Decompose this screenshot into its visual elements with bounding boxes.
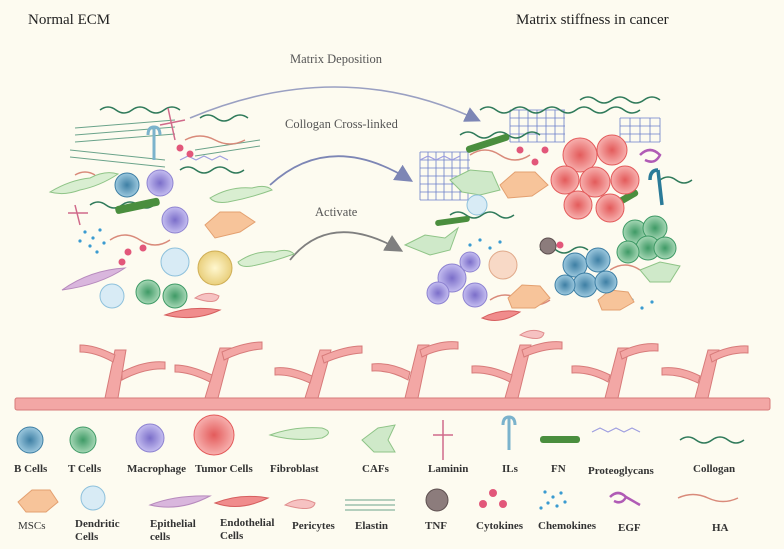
title-matrix-stiffness: Matrix stiffness in cancer <box>516 12 669 28</box>
legend-label-macrophage: Macrophage <box>127 463 187 475</box>
tnf-icon <box>425 488 449 512</box>
laminin-icon <box>433 420 453 460</box>
legend-label-collogan: Collogan <box>693 463 736 475</box>
egf-icon <box>609 491 641 507</box>
legend-icons <box>16 414 745 513</box>
fibroblast-icon <box>268 427 329 440</box>
legend-label-elastin: Elastin <box>355 520 389 532</box>
pericyte-icon <box>283 499 316 509</box>
arrow-activate <box>289 231 404 261</box>
ha-icon <box>677 493 739 503</box>
arrow-collagen-crosslinked <box>269 155 414 186</box>
legend-label-ils: ILs <box>502 463 518 475</box>
title-normal-ecm: Normal ECM <box>28 12 111 28</box>
proteoglycan-icon <box>591 427 641 433</box>
caf-icon <box>361 424 396 453</box>
label-activate: Activate <box>315 205 358 219</box>
macrophage-icon <box>135 423 165 453</box>
legend-label-epithelial-cells: Epithelial cells <box>150 518 196 543</box>
elastin-icon <box>345 499 395 511</box>
legend-label-egf: EGF <box>618 522 641 534</box>
blood-vessel <box>14 341 771 411</box>
cancer-ecm-cluster <box>403 96 693 339</box>
legend-label-proteoglycans: Proteoglycans <box>588 465 654 477</box>
label-collagen-crosslinked: Collogan Cross-linked <box>285 117 398 131</box>
arrow-matrix-deposition <box>189 86 481 122</box>
legend-label-pericytes: Pericytes <box>292 520 335 532</box>
legend-label-tumor-cells: Tumor Cells <box>195 463 253 475</box>
msc-icon <box>17 489 59 513</box>
t-cell-icon <box>69 426 97 454</box>
normal-ecm-cluster <box>48 106 295 319</box>
legend-label-fibroblast: Fibroblast <box>270 463 319 475</box>
tumor-cell-icon <box>193 414 235 456</box>
legend-label-cafs: CAFs <box>362 463 389 475</box>
legend-label-chemokines: Chemokines <box>538 520 597 532</box>
legend-label-ha: HA <box>712 522 729 534</box>
collagen-icon <box>679 436 745 444</box>
fn-icon <box>540 436 580 443</box>
legend-label-fn: FN <box>551 463 566 475</box>
endothelial-cell-icon <box>213 495 270 508</box>
dendritic-cell-icon <box>80 485 106 511</box>
legend-label-mscs: MSCs <box>18 520 46 532</box>
legend-label-t-cells: T Cells <box>68 463 102 475</box>
il-icon <box>501 415 517 450</box>
cytokine-icon <box>479 489 507 508</box>
legend-label-endothelial-cells: Endothelial Cells <box>220 517 275 542</box>
label-matrix-deposition: Matrix Deposition <box>290 52 383 66</box>
legend-label-laminin: Laminin <box>428 463 469 475</box>
legend-label-b-cells: B Cells <box>14 463 48 475</box>
chemokine-icon <box>539 490 567 510</box>
legend-label-dendritic-cells: Dendritic Cells <box>75 518 120 543</box>
legend-label-cytokines: Cytokines <box>476 520 524 532</box>
legend-label-tnf: TNF <box>425 520 447 532</box>
epithelial-cell-icon <box>148 495 212 508</box>
b-cell-icon <box>16 426 44 454</box>
